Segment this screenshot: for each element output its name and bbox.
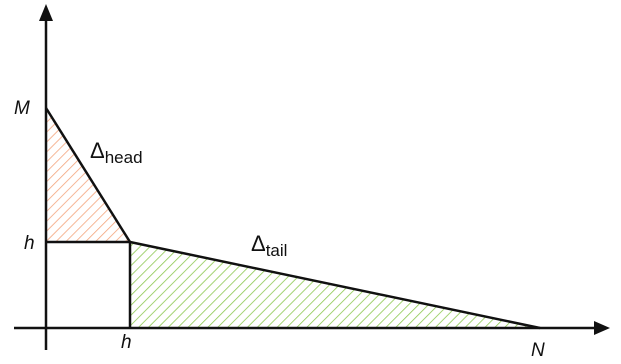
tail-delta-subscript: tail <box>266 241 288 260</box>
head-region-label: Δhead <box>90 138 143 167</box>
head-delta-subscript: head <box>105 148 143 167</box>
tail-delta-symbol: Δ <box>251 231 266 256</box>
x-axis-arrowhead <box>594 321 610 335</box>
tail-boundary-line <box>129 240 541 330</box>
head-delta-symbol: Δ <box>90 138 105 163</box>
x-mid-label: h <box>121 332 132 353</box>
y-max-label: M <box>14 98 30 119</box>
tail-region-label: Δtail <box>251 231 287 260</box>
x-max-label: N <box>531 340 545 361</box>
y-axis-arrowhead <box>39 4 53 21</box>
head-boundary-line <box>44 107 132 243</box>
y-mid-label: h <box>24 233 35 254</box>
